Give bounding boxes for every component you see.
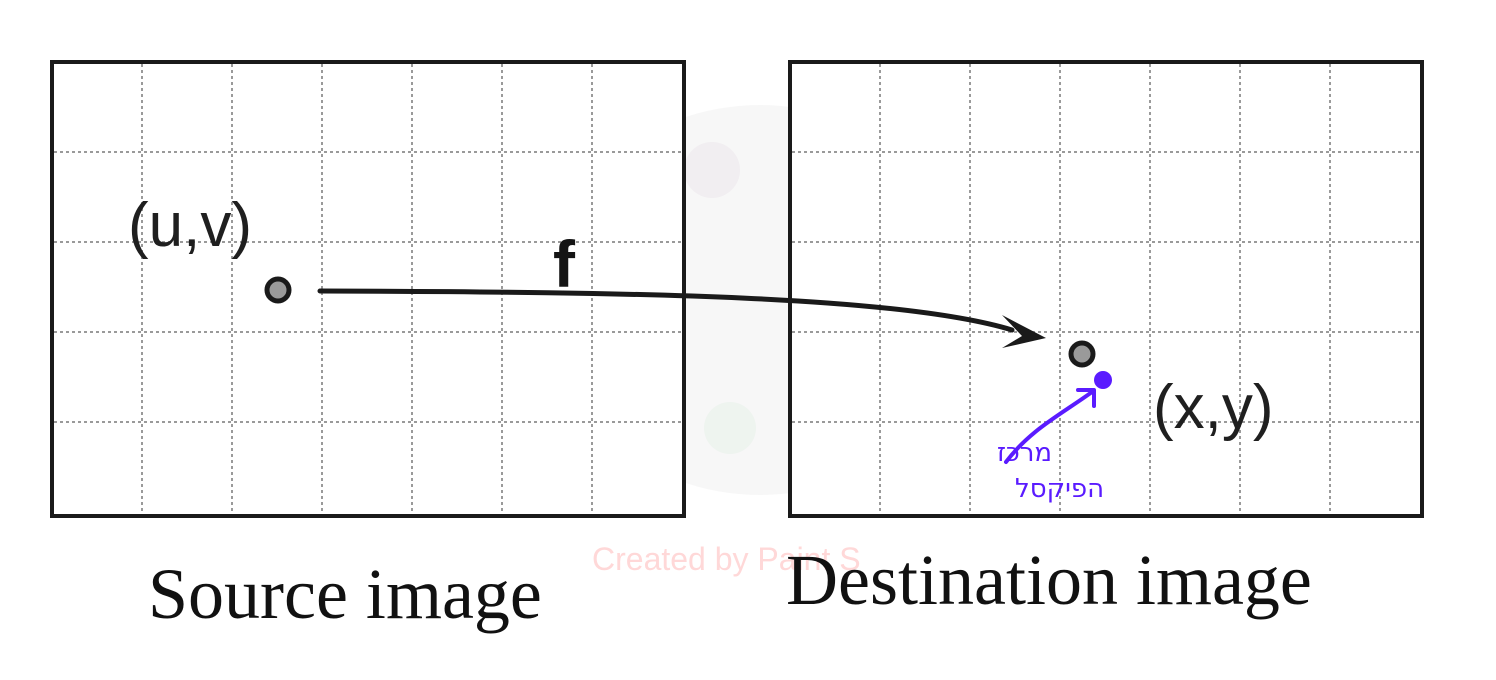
annotation-line-1: מרכז bbox=[997, 438, 1052, 468]
annotation-arrow-line bbox=[1004, 390, 1094, 464]
mapping-arrow-line bbox=[317, 288, 1015, 333]
pixel-center-dot bbox=[1094, 371, 1112, 389]
destination-point-label: (x,y) bbox=[1153, 373, 1274, 442]
destination-point-marker bbox=[1068, 340, 1096, 368]
source-point-marker bbox=[264, 276, 292, 304]
source-point-label: (u,v) bbox=[128, 191, 252, 260]
annotation-line-2: הפיקסל bbox=[1015, 474, 1104, 504]
destination-caption: Destination image bbox=[786, 540, 1312, 620]
destination-grid bbox=[792, 64, 1420, 514]
mapping-function-label: f bbox=[553, 227, 576, 301]
pixel-center-annotation: מרכז הפיקסל bbox=[997, 371, 1112, 504]
source-panel: (u,v) bbox=[50, 60, 686, 518]
annotation-arrowhead-icon bbox=[1076, 388, 1096, 408]
mapping-arrow bbox=[317, 288, 1046, 348]
destination-frame bbox=[788, 60, 1424, 518]
arrowhead-icon bbox=[1002, 315, 1046, 348]
destination-panel bbox=[788, 60, 1424, 518]
source-caption: Source image bbox=[148, 554, 542, 634]
watermark-text: Created by Paint S bbox=[592, 541, 861, 577]
